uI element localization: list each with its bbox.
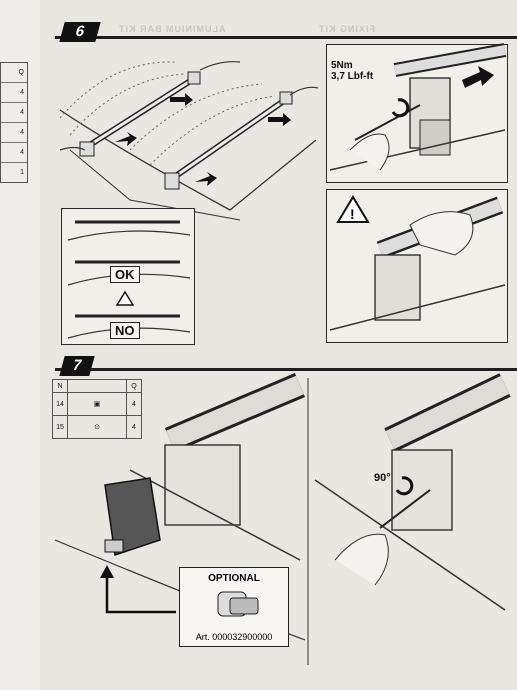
- torque-nm: 5Nm: [331, 60, 353, 71]
- torque-value: 5Nm 3,7 Lbf-ft: [331, 60, 373, 82]
- caution-icon: [115, 290, 135, 306]
- no-label: NO: [110, 322, 140, 339]
- optional-part-box: OPTIONAL Art. 000032900000: [179, 567, 289, 647]
- step6-header-bar: [55, 36, 517, 39]
- parts-row-q: 4: [126, 415, 142, 439]
- optional-article-number: Art. 000032900000: [195, 632, 273, 642]
- left-table-cell: 4: [1, 142, 27, 162]
- svg-text:!: !: [350, 206, 355, 222]
- left-table-cell: 4: [1, 102, 27, 122]
- part-cap-icon: ▣: [67, 392, 127, 416]
- step7-header-bar: [55, 368, 517, 371]
- optional-title: OPTIONAL: [208, 573, 260, 584]
- rotation-angle: 90°: [374, 472, 391, 484]
- torque-lbf: 3,7 Lbf-ft: [331, 71, 374, 82]
- lock-cylinder-icon: [217, 591, 259, 617]
- ok-label: OK: [110, 266, 140, 283]
- left-table-cell: 4: [1, 82, 27, 102]
- parts-table: N Q 14 ▣ 4 15 ⊙ 4: [52, 379, 142, 439]
- warning-icon: [336, 195, 370, 223]
- left-quantity-table: Q 4 4 4 4 1: [0, 62, 28, 183]
- left-table-header: Q: [18, 69, 24, 76]
- left-table-cell: 4: [1, 122, 27, 142]
- left-table-cell: 1: [1, 162, 27, 182]
